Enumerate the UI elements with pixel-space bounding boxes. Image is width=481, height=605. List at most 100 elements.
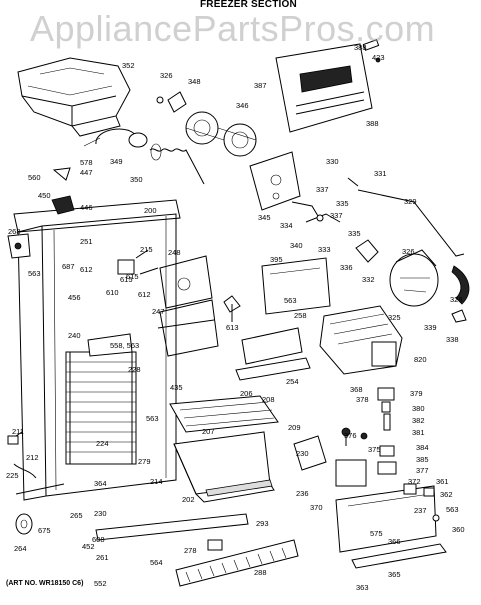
watermark: AppliancePartsPros.com bbox=[30, 8, 436, 49]
callout-293: 293 bbox=[256, 519, 269, 528]
rail-277 bbox=[95, 513, 249, 541]
callout-224: 224 bbox=[96, 439, 109, 448]
callout-225: 225 bbox=[6, 471, 19, 480]
part-268 bbox=[7, 233, 31, 259]
callout-450: 450 bbox=[38, 191, 51, 200]
callout-288: 288 bbox=[254, 568, 267, 577]
fan-613 bbox=[223, 295, 241, 322]
hinge-446 bbox=[51, 167, 75, 215]
callout-563: 563 bbox=[284, 296, 297, 305]
callout-612: 612 bbox=[80, 265, 93, 274]
callout-326: 326 bbox=[402, 247, 415, 256]
callout-331: 331 bbox=[374, 169, 387, 178]
shelf-206 bbox=[169, 395, 279, 433]
auger-spring-350 bbox=[149, 143, 205, 185]
control-370 bbox=[335, 459, 367, 487]
valve-stack-378 bbox=[377, 387, 397, 475]
callout-340: 340 bbox=[290, 241, 303, 250]
callout-214: 214 bbox=[150, 477, 163, 486]
callout-370: 370 bbox=[310, 503, 323, 512]
callout-366: 366 bbox=[388, 537, 401, 546]
callout-552: 552 bbox=[94, 579, 107, 588]
callout-334: 334 bbox=[280, 221, 293, 230]
auger-assembly-353 bbox=[83, 128, 148, 148]
callout-452: 452 bbox=[82, 542, 95, 551]
callout-333: 333 bbox=[318, 245, 331, 254]
part-328 bbox=[451, 265, 470, 323]
callout-364: 364 bbox=[94, 479, 107, 488]
callout-208: 208 bbox=[262, 395, 275, 404]
callout-564: 564 bbox=[150, 558, 163, 567]
callout-211: 211 bbox=[12, 427, 24, 436]
callout-345: 345 bbox=[258, 213, 271, 222]
callout-368: 368 bbox=[350, 385, 363, 394]
callout-382: 382 bbox=[412, 416, 425, 425]
roller-264 bbox=[15, 513, 33, 535]
callout-328: 328 bbox=[450, 295, 463, 304]
callout-228: 228 bbox=[128, 365, 141, 374]
callout-337: 337 bbox=[330, 211, 343, 220]
callout-388: 388 bbox=[366, 119, 379, 128]
callout-336: 336 bbox=[340, 263, 353, 272]
callout-212: 212 bbox=[26, 453, 39, 462]
bracket-248 bbox=[157, 255, 219, 357]
callout-236: 236 bbox=[296, 489, 309, 498]
callout-456: 456 bbox=[68, 293, 81, 302]
callout-380: 380 bbox=[412, 404, 425, 413]
callout-435: 435 bbox=[170, 383, 183, 392]
callout-348: 348 bbox=[188, 77, 201, 86]
callout-687: 687 bbox=[62, 262, 75, 271]
callout-361: 361 bbox=[436, 477, 449, 486]
motor-plate-345 bbox=[249, 151, 301, 211]
callout-372: 372 bbox=[408, 477, 421, 486]
pan-211 bbox=[173, 431, 275, 503]
cover-372 bbox=[293, 435, 327, 471]
motor-325 bbox=[355, 239, 439, 307]
callout-563: 563 bbox=[446, 505, 459, 514]
callout-230: 230 bbox=[94, 509, 107, 518]
callout-385: 385 bbox=[416, 455, 429, 464]
callout-251: 251 bbox=[80, 237, 93, 246]
evaporator-228 bbox=[65, 351, 137, 465]
callout-610: 610 bbox=[106, 288, 119, 297]
callout-558-563: 558, 563 bbox=[110, 341, 139, 350]
callout-350: 350 bbox=[130, 175, 143, 184]
callout-375: 375 bbox=[368, 445, 381, 454]
callout-332: 332 bbox=[362, 275, 375, 284]
callout-326: 326 bbox=[160, 71, 173, 80]
wire-376 bbox=[341, 427, 368, 446]
callout-215: 215 bbox=[140, 245, 153, 254]
callout-335: 335 bbox=[348, 229, 361, 238]
callout-615: 615 bbox=[120, 275, 133, 284]
callout-578: 578 bbox=[80, 158, 93, 167]
callout-278: 278 bbox=[184, 546, 197, 555]
callout-339: 339 bbox=[424, 323, 437, 332]
callout-254: 254 bbox=[286, 377, 299, 386]
callout-261: 261 bbox=[96, 553, 109, 562]
callout-237: 237 bbox=[414, 506, 427, 515]
callout-613: 613 bbox=[226, 323, 239, 332]
panel-240 bbox=[87, 333, 133, 357]
section-title: FREEZER SECTION bbox=[200, 0, 297, 10]
callout-206: 206 bbox=[240, 389, 253, 398]
ice-maker-820 bbox=[319, 305, 403, 375]
callout-608: 608 bbox=[92, 535, 105, 544]
callout-395: 395 bbox=[270, 255, 283, 264]
callout-446: 446 bbox=[80, 203, 93, 212]
callout-202: 202 bbox=[182, 495, 195, 504]
callout-338: 338 bbox=[446, 335, 459, 344]
clip-361 bbox=[403, 483, 440, 522]
callout-268: 268 bbox=[8, 227, 21, 236]
callout-378: 378 bbox=[356, 395, 369, 404]
callout-337: 337 bbox=[316, 185, 329, 194]
cabinet-liner-456 bbox=[13, 199, 181, 501]
callout-209: 209 bbox=[288, 423, 301, 432]
callout-376: 376 bbox=[344, 431, 357, 440]
callout-615: 615 bbox=[126, 272, 139, 281]
callout-675: 675 bbox=[38, 526, 51, 535]
art-number: (ART NO. WR18150 C6) bbox=[6, 580, 84, 587]
bracket-348 bbox=[156, 91, 187, 113]
callout-325: 325 bbox=[388, 313, 401, 322]
callout-365: 365 bbox=[388, 570, 401, 579]
